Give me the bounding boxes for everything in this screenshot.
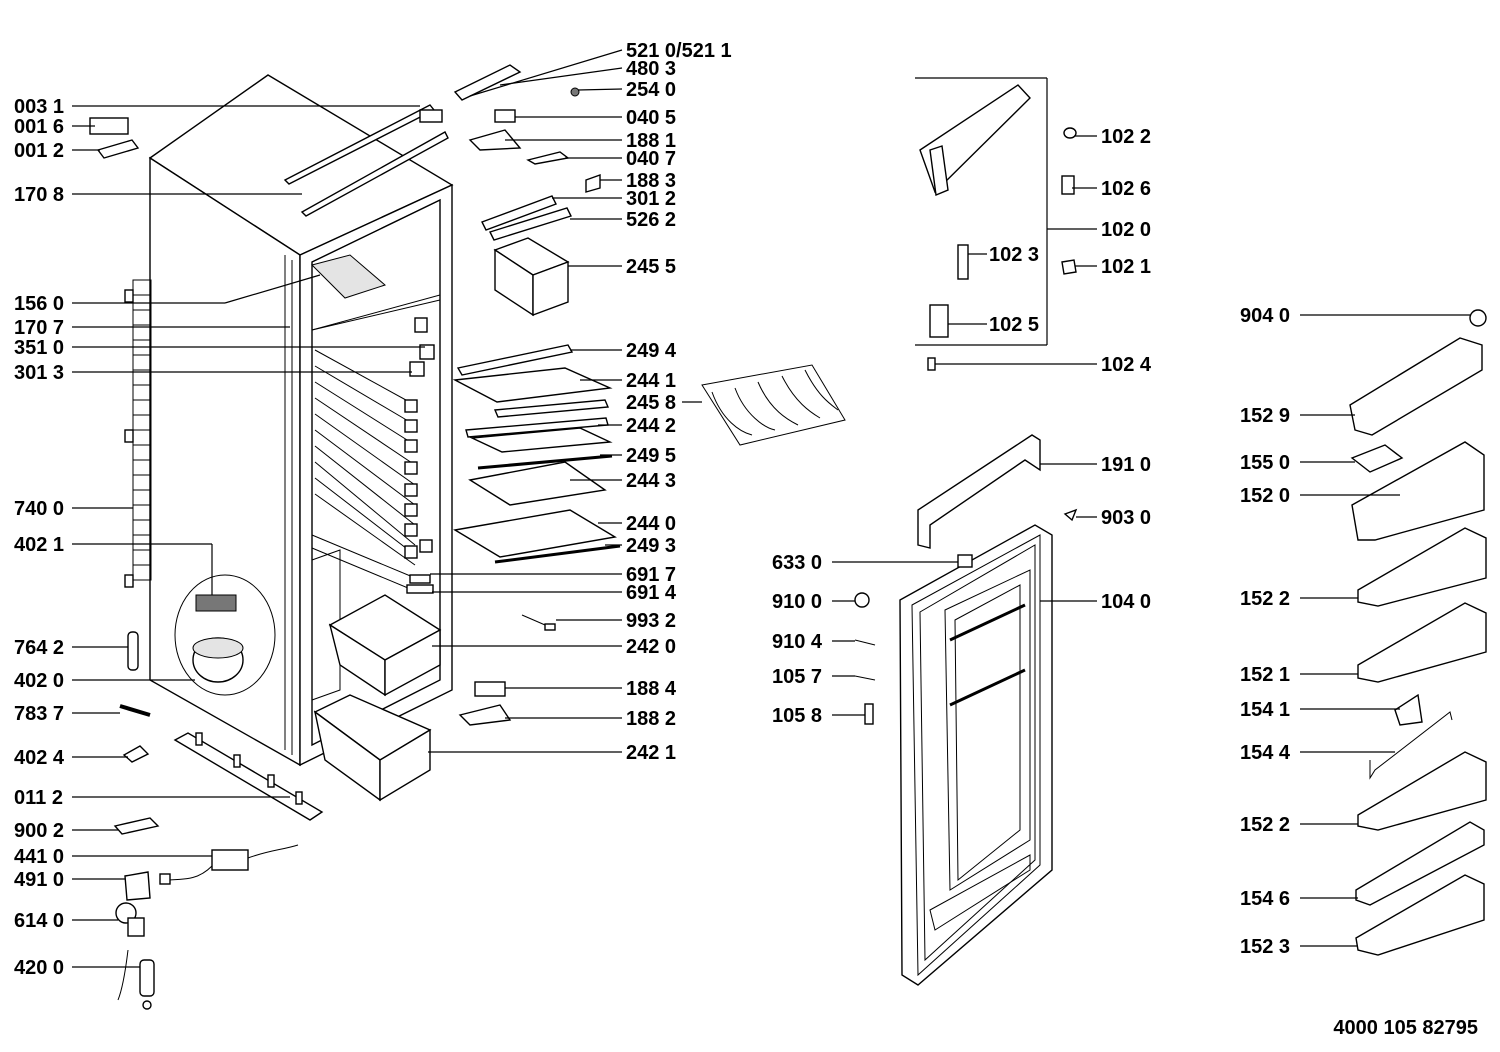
label-001-2: 001 2 (14, 140, 64, 162)
label-521-0: 521 0/521 1 (626, 40, 732, 62)
label-244-0: 244 0 (626, 513, 676, 535)
label-102-3: 102 3 (989, 244, 1039, 266)
left-side-parts (89, 117, 324, 1010)
label-249-3: 249 3 (626, 535, 676, 557)
label-764-2: 764 2 (14, 637, 64, 659)
label-245-8: 245 8 (626, 392, 676, 414)
top-trims (283, 64, 580, 217)
label-040-7: 040 7 (626, 148, 676, 170)
label-244-2: 244 2 (626, 415, 676, 437)
label-249-5: 249 5 (626, 445, 676, 467)
label-249-4: 249 4 (626, 340, 677, 362)
label-191-0: 191 0 (1101, 454, 1151, 476)
label-301-3: 301 3 (14, 362, 64, 384)
label-152-3: 152 3 (1240, 936, 1290, 958)
label-102-5: 102 5 (989, 314, 1039, 336)
label-188-2: 188 2 (626, 708, 676, 730)
label-104-0: 104 0 (1101, 591, 1151, 613)
label-188-1: 188 1 (626, 130, 676, 152)
label-242-1: 242 1 (626, 742, 676, 764)
label-491-0: 491 0 (14, 869, 64, 891)
label-402-1: 402 1 (14, 534, 64, 556)
label-691-4: 691 4 (626, 582, 677, 604)
label-154-1: 154 1 (1240, 699, 1290, 721)
label-242-0: 242 0 (626, 636, 676, 658)
label-170-7: 170 7 (14, 317, 64, 339)
label-244-3: 244 3 (626, 470, 676, 492)
label-152-2-lower: 152 2 (1240, 814, 1290, 836)
label-102-1: 102 1 (1101, 256, 1151, 278)
label-154-4: 154 4 (1240, 742, 1291, 764)
leader-lines (72, 49, 1470, 968)
label-402-4: 402 4 (14, 747, 65, 769)
label-993-2: 993 2 (626, 610, 676, 632)
label-040-5: 040 5 (626, 107, 676, 129)
label-154-6: 154 6 (1240, 888, 1290, 910)
label-102-2: 102 2 (1101, 126, 1151, 148)
label-301-2: 301 2 (626, 188, 676, 210)
label-420-0: 420 0 (14, 957, 64, 979)
label-003-1: 003 1 (14, 96, 64, 118)
label-614-0: 614 0 (14, 910, 64, 932)
label-402-0: 402 0 (14, 670, 64, 692)
label-480-3: 480 3 (626, 58, 676, 80)
interior-parts (313, 109, 846, 802)
label-102-6: 102 6 (1101, 178, 1151, 200)
label-152-0: 152 0 (1240, 485, 1290, 507)
label-441-0: 441 0 (14, 846, 64, 868)
label-900-2: 900 2 (14, 820, 64, 842)
label-102-4: 102 4 (1101, 354, 1152, 376)
freezer-door-group (915, 77, 1077, 371)
label-152-2-upper: 152 2 (1240, 588, 1290, 610)
label-170-8: 170 8 (14, 184, 64, 206)
label-001-6: 001 6 (14, 116, 64, 138)
label-245-5: 245 5 (626, 256, 676, 278)
label-254-0: 254 0 (626, 79, 676, 101)
label-155-0: 155 0 (1240, 452, 1290, 474)
label-152-9: 152 9 (1240, 405, 1290, 427)
label-740-0: 740 0 (14, 498, 64, 520)
door-shelves (1349, 309, 1487, 956)
part-labels: 521 0/521 1 480 3 254 0 003 1 001 6 001 … (14, 40, 1291, 979)
label-903-0: 903 0 (1101, 507, 1151, 529)
label-105-7: 105 7 (772, 666, 822, 688)
label-102-0: 102 0 (1101, 219, 1151, 241)
label-011-2: 011 2 (14, 787, 63, 809)
document-number: 4000 105 82795 (1333, 1017, 1478, 1039)
label-156-0: 156 0 (14, 293, 64, 315)
label-526-2: 526 2 (626, 209, 676, 231)
label-188-4: 188 4 (626, 678, 677, 700)
label-691-7: 691 7 (626, 564, 676, 586)
label-910-4: 910 4 (772, 631, 823, 653)
label-783-7: 783 7 (14, 703, 64, 725)
fridge-door (854, 434, 1078, 986)
label-910-0: 910 0 (772, 591, 822, 613)
label-904-0: 904 0 (1240, 305, 1290, 327)
label-633-0: 633 0 (772, 552, 822, 574)
label-351-0: 351 0 (14, 337, 64, 359)
label-244-1: 244 1 (626, 370, 676, 392)
label-188-3: 188 3 (626, 170, 676, 192)
label-152-1: 152 1 (1240, 664, 1290, 686)
label-105-8: 105 8 (772, 705, 822, 727)
